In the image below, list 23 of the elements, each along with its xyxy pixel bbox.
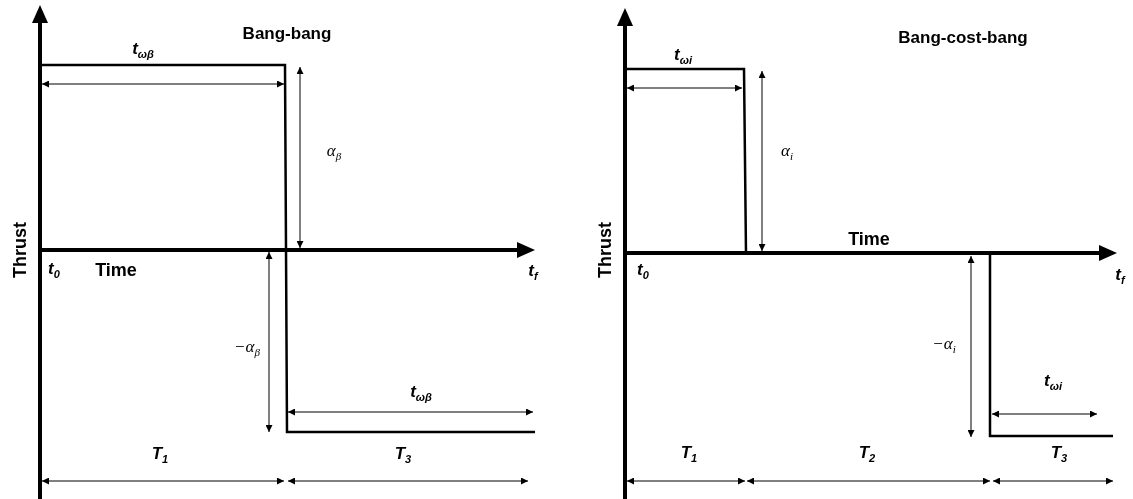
dimension-label: T$_{3}$ [1050,443,1068,465]
dimension-label: t$_{ωi}$ [1044,371,1062,393]
dimension-label: α$_{i}$ [781,141,793,163]
dimension-label: T$_{2}$ [858,443,876,465]
panel-title: Bang-cost-bang [898,28,1028,46]
axis-label: Thrust [11,222,29,278]
dimension-label: T$_{3}$ [394,444,412,466]
dimension-label: t$_{ωβ}$ [132,39,154,61]
dimension-label: α$_{β}$ [326,141,342,163]
panel-title: Bang-bang [242,24,332,42]
dimension-label: t$_{ωβ}$ [410,382,432,404]
dimension-label: T$_{1}$ [680,443,698,465]
dimension-label: −α$_{i}$ [932,334,956,356]
axis-tick-label: t$_{f}$ [528,261,538,283]
axis-label: Time [848,230,890,248]
dimension-label: −α$_{β}$ [234,337,260,359]
axis-label: Time [95,261,137,279]
axis-tick-label: t$_{0}$ [48,259,60,281]
dimension-label: T$_{1}$ [151,444,169,466]
axis-tick-label: t$_{f}$ [1115,265,1125,287]
axis-label: Thrust [596,222,614,278]
axis-tick-label: t$_{0}$ [637,260,649,282]
dimension-label: t$_{ωi}$ [674,45,692,67]
